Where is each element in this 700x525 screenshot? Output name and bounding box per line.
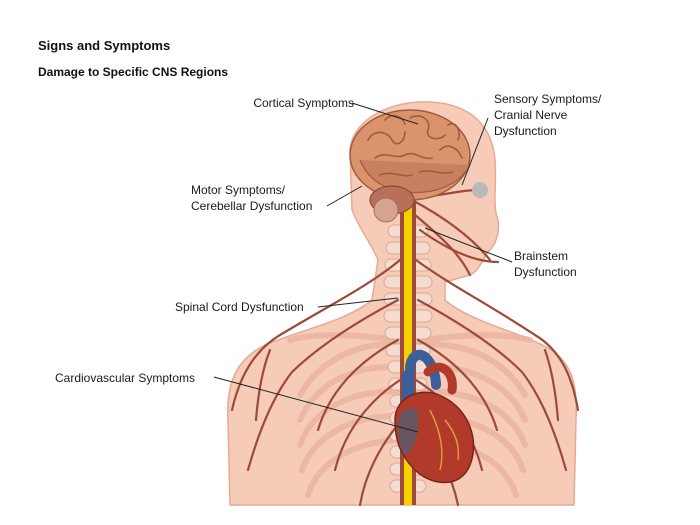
heart [394, 349, 475, 484]
peripheral-nerves [230, 188, 580, 507]
page-subtitle: Damage to Specific CNS Regions [38, 65, 229, 79]
leader-lines [213, 102, 513, 433]
label-spinal-cord-dysfunction: Spinal Cord Dysfunction [175, 300, 304, 314]
eye [472, 182, 488, 198]
label-cardiovascular-symptoms: Cardiovascular Symptoms [55, 371, 196, 385]
label-sensory-symptoms: Sensory Symptoms/ Cranial Nerve Dysfunct… [494, 92, 602, 138]
label-brainstem-dysfunction: Brainstem Dysfunction [514, 249, 577, 279]
label-motor-symptoms: Motor Symptoms/ Cerebellar Dysfunction [191, 183, 313, 213]
page-title: Signs and Symptoms [38, 38, 171, 53]
label-cortical-symptoms: Cortical Symptoms [253, 96, 354, 110]
brain [349, 109, 471, 223]
